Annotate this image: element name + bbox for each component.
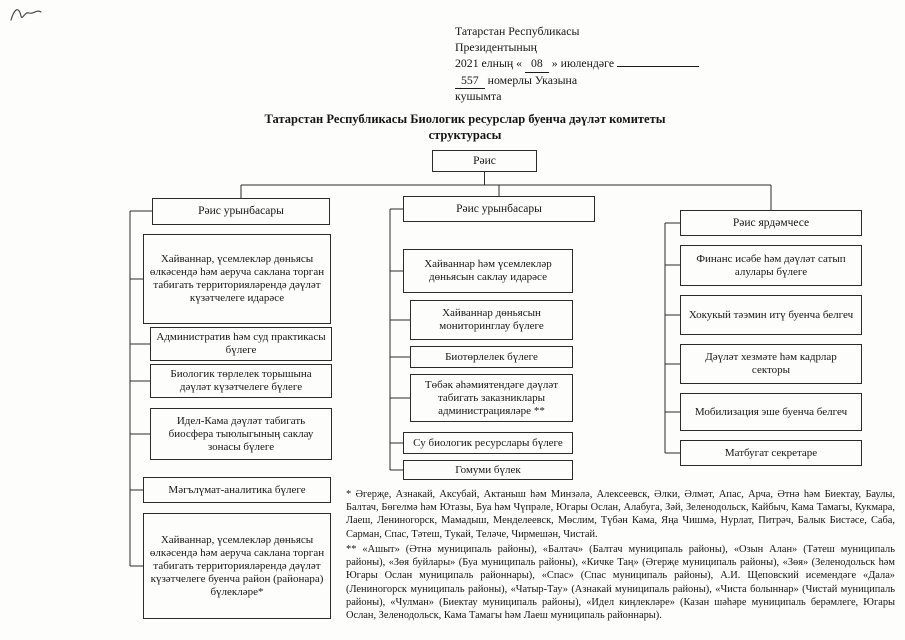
org-box-press-secretary: Матбугат секретаре	[680, 440, 862, 466]
org-box-mobilization-specialist: Мобилизация эше буенча белгеч	[680, 393, 862, 431]
org-box-finance-procurement: Финанс исәбе һәм дәүләт сатып алулары бү…	[680, 245, 862, 286]
footnote-reserves: ** «Ашыт» (Әтнә муниципаль районы), «Бал…	[346, 544, 895, 622]
org-box-wildlife-protection-directorate: Хайваннар һәм үсемлекләр дөньясын саклау…	[403, 249, 573, 293]
org-box-chairman-assistant: Рәис ярдәмчесе	[680, 210, 862, 236]
org-box-aquatic-bioresources: Су биологик ресурслары бүлеге	[403, 432, 573, 454]
org-box-civil-service-hr: Дәүләт хезмәте һәм кадрлар секторы	[680, 344, 862, 384]
org-box-legal-specialist: Хокукый тәэмин итү буенча белгеч	[680, 295, 862, 335]
decree-line-2: Президентының	[455, 39, 537, 54]
org-box-nature-reserves-administrations: Төбәк әһәмиятендәге дәүләт табигать зака…	[410, 374, 573, 422]
decree-line-1: Татарстан Республикасы	[455, 24, 580, 38]
org-box-deputy-chairman-left: Рәис урынбасары	[152, 198, 330, 225]
decree-number-line: 557 номерлы Указына	[455, 73, 717, 90]
org-box-information-analytics: Мәгълүмат-аналитика бүлеге	[143, 477, 331, 503]
decree-day-number: 08	[525, 56, 549, 73]
decree-date-suffix: » июлендәге	[551, 56, 615, 71]
decree-date-line: 2021 елның « 08 » июлендәге	[455, 55, 717, 73]
decree-annotation: Татарстан Республикасы Президентының 202…	[455, 24, 717, 105]
org-box-chairman: Рәис	[432, 150, 537, 172]
org-box-general-department: Гомуми бүлек	[403, 460, 573, 480]
decree-number: 557	[455, 73, 485, 90]
org-box-biodiversity-supervision: Биологик төрлелек торышына дәүләт күзәтч…	[150, 364, 332, 398]
decree-date-prefix: 2021 елның «	[455, 56, 523, 71]
org-box-deputy-chairman-middle: Рәис урынбасары	[403, 196, 595, 222]
decree-number-text: номерлы Указына	[487, 72, 578, 87]
decree-line-5: кушымта	[455, 89, 502, 104]
document-title: Татарстан Республикасы Биологик ресурсла…	[264, 112, 666, 142]
handwritten-mark	[10, 9, 42, 21]
org-box-biodiversity-department: Биотөрлелек бүлеге	[410, 346, 573, 368]
blank-underline	[617, 55, 700, 68]
org-box-district-departments: Хайваннар, үсемлекләр дөньясы өлкәсендә …	[143, 513, 331, 619]
org-box-wildlife-monitoring: Хайваннар дөньясын мониторинглау бүлеге	[410, 300, 573, 340]
org-box-idel-kama-buffer-zone: Идел-Кама дәүләт табигать биосфера тыюлы…	[150, 408, 332, 460]
footnote-districts: * Әгерҗе, Азнакай, Аксубай, Актаныш һәм …	[346, 489, 895, 540]
org-box-admin-court-practice: Административ һәм суд практикасы бүлеге	[150, 327, 332, 361]
org-box-state-supervision-directorate: Хайваннар, үсемлекләр дөньясы өлкәсендә …	[143, 234, 331, 324]
